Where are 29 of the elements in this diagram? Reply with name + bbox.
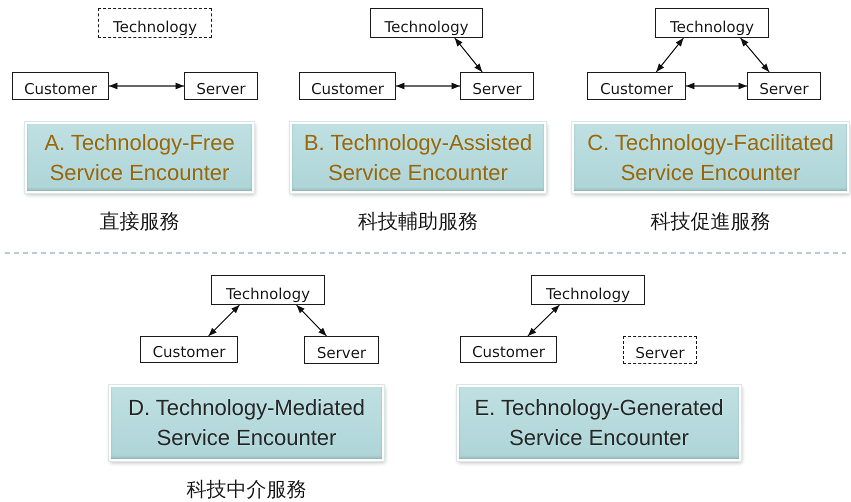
arrow bbox=[396, 82, 460, 90]
caption-text: 科技促進服務 bbox=[650, 210, 772, 235]
arrow bbox=[656, 38, 684, 72]
entity-box: Server bbox=[623, 336, 697, 364]
caption-text: 科技中介服務 bbox=[186, 478, 308, 502]
entity-box: Customer bbox=[587, 72, 686, 100]
entity-box: Customer bbox=[460, 336, 557, 363]
entity-box: Technology bbox=[655, 8, 769, 38]
caption-text: 科技輔助服務 bbox=[357, 210, 479, 235]
entity-box: Server bbox=[184, 72, 258, 100]
entity-box: Customer bbox=[12, 72, 109, 100]
encounter-box: E. Technology-Generated Service Encounter bbox=[457, 385, 741, 461]
arrow bbox=[686, 82, 747, 90]
entity-box: Technology bbox=[98, 8, 212, 38]
arrow bbox=[296, 304, 327, 336]
entity-box: Customer bbox=[299, 72, 396, 100]
entity-box: Customer bbox=[140, 336, 238, 363]
arrow bbox=[109, 82, 184, 90]
entity-box: Technology bbox=[211, 275, 325, 305]
caption-text: 直接服務 bbox=[98, 210, 180, 235]
arrow bbox=[527, 304, 560, 336]
arrow bbox=[740, 38, 770, 72]
entity-box: Server bbox=[304, 336, 379, 364]
entity-box: Server bbox=[460, 72, 534, 100]
arrow bbox=[454, 38, 483, 72]
arrow bbox=[208, 304, 240, 336]
entity-box: Server bbox=[747, 72, 821, 100]
entity-box: Technology bbox=[531, 275, 645, 305]
entity-box: Technology bbox=[370, 8, 483, 38]
